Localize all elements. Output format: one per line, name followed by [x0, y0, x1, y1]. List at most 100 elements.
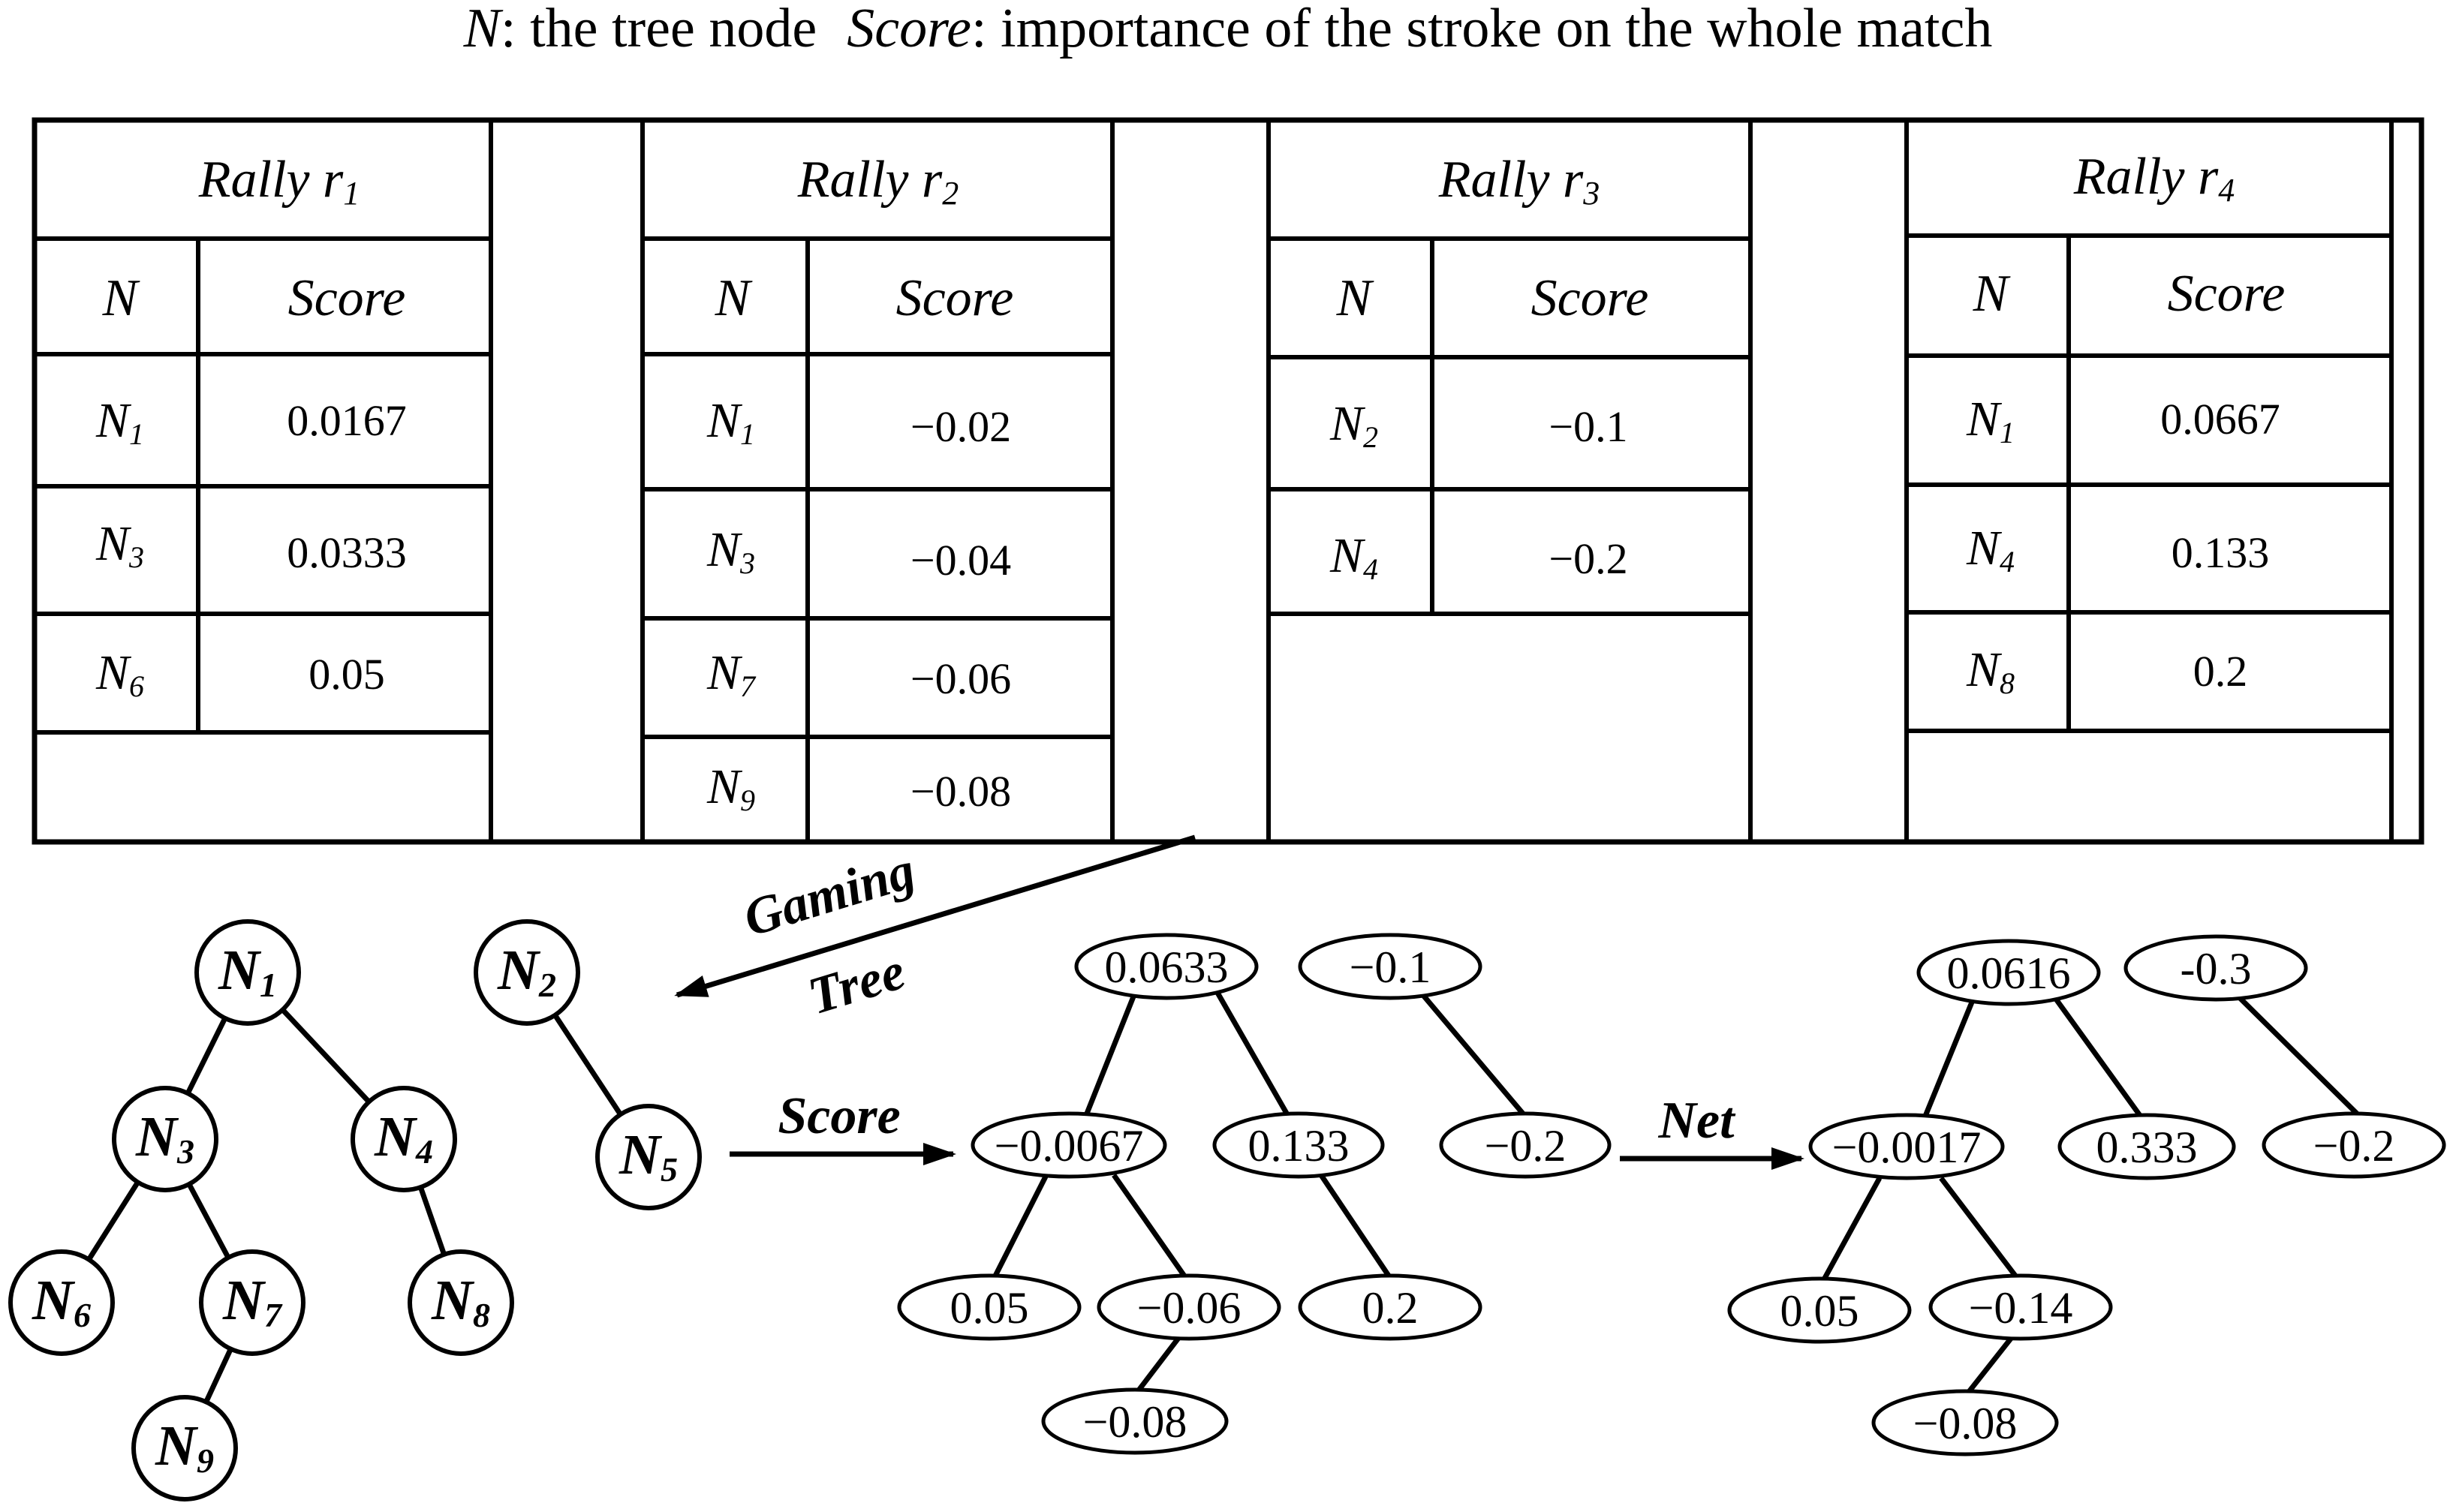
svg-text:0.2: 0.2: [1362, 1283, 1419, 1333]
column-header-node: N: [715, 269, 753, 327]
table-cell-score: −0.02: [910, 402, 1011, 451]
table-cell-score: 0.0667: [2160, 395, 2280, 443]
net-node: −0.08: [1871, 1389, 2059, 1456]
table-cell-score: −0.08: [910, 767, 1011, 816]
net-node: 0.05: [1727, 1276, 1912, 1344]
score-node: 0.0633: [1074, 933, 1259, 1000]
svg-text:−0.1: −0.1: [1350, 942, 1431, 992]
column-header-score: Score: [896, 269, 1014, 327]
table-cell-score: −0.06: [910, 654, 1011, 703]
svg-text:0.0633: 0.0633: [1105, 942, 1229, 992]
rally-table-r1: Rally r1 N Score N1 0.0167 N3 0.0333 N6 …: [35, 151, 491, 735]
gaming-tree-arrow-label: Gaming: [737, 841, 922, 948]
svg-text:0.05: 0.05: [1780, 1286, 1859, 1336]
gaming-tree-edges: [59, 970, 651, 1450]
score-node: −0.2: [1439, 1111, 1612, 1179]
svg-text:0.0616: 0.0616: [1947, 948, 2071, 998]
score-node: −0.1: [1298, 933, 1482, 1000]
tree-node-n4: N4: [351, 1086, 457, 1192]
svg-text:N5: N5: [619, 1123, 678, 1189]
table-title: Rally r2: [797, 151, 959, 212]
table-cell-node: N8: [1966, 642, 2015, 700]
table-cell-node: N1: [95, 393, 144, 451]
svg-text:−0.08: −0.08: [1913, 1399, 2018, 1448]
net-node: −0.14: [1928, 1273, 2113, 1341]
tree-node-n9: N9: [131, 1395, 238, 1501]
svg-text:−0.2: −0.2: [2313, 1121, 2395, 1171]
table-title: Rally r4: [2073, 148, 2235, 209]
table-cell-score: 0.05: [309, 650, 385, 699]
svg-text:-0.3: -0.3: [2181, 944, 2252, 993]
table-title: Rally r3: [1438, 151, 1600, 212]
svg-text:N4: N4: [374, 1105, 433, 1171]
score-arrow-label: Score: [778, 1087, 900, 1145]
table-cell-node: N3: [95, 516, 144, 574]
net-node: −0.2: [2262, 1111, 2446, 1179]
svg-text:−0.06: −0.06: [1137, 1283, 1242, 1333]
svg-text:N6: N6: [32, 1269, 91, 1334]
score-node: 0.133: [1212, 1111, 1385, 1179]
table-cell-score: −0.1: [1549, 402, 1627, 451]
column-header-score: Score: [288, 269, 406, 327]
table-cell-score: 0.2: [2193, 647, 2248, 696]
svg-text:0.333: 0.333: [2096, 1123, 2198, 1172]
table-cell-node: N1: [706, 393, 755, 451]
net-node: 0.333: [2057, 1113, 2236, 1180]
table-cell-node: N7: [706, 645, 757, 703]
svg-text:−0.0017: −0.0017: [1832, 1123, 1982, 1172]
net-tree: 0.0616 -0.3 −0.0017 0.333 −0.2 0.05 −0.1…: [1727, 934, 2446, 1456]
gaming-tree-arrow-label: Tree: [802, 942, 911, 1027]
rally-table-r4: Rally r4 N Score N1 0.0667 N4 0.133 N8 0…: [1907, 120, 2394, 842]
table-cell-score: 0.133: [2172, 528, 2270, 577]
table-cell-score: −0.2: [1549, 534, 1627, 583]
tree-node-n5: N5: [595, 1104, 702, 1210]
tree-node-n6: N6: [8, 1249, 115, 1356]
net-node: −0.0017: [1808, 1113, 2005, 1180]
tables-frame: [32, 117, 2424, 845]
rally-table-r2: Rally r2 N Score N1 −0.02 N3 −0.04 N7 −0…: [643, 151, 1112, 842]
column-header-score: Score: [2168, 265, 2286, 323]
score-node: −0.08: [1041, 1387, 1229, 1455]
score-node: 0.2: [1298, 1273, 1482, 1341]
table-cell-node: N4: [1329, 528, 1378, 586]
svg-text:−0.2: −0.2: [1485, 1121, 1567, 1171]
table-cell-node: N9: [706, 759, 755, 817]
svg-text:−0.0067: −0.0067: [995, 1121, 1144, 1171]
svg-text:−0.14: −0.14: [1969, 1283, 2073, 1333]
table-cell-score: 0.0333: [287, 528, 407, 577]
column-header-score: Score: [1531, 269, 1649, 327]
svg-text:N2: N2: [497, 939, 556, 1004]
tree-node-n1: N1: [194, 919, 301, 1026]
tree-node-n3: N3: [112, 1086, 218, 1192]
rally-table-r3: Rally r3 N Score N2 −0.1 N4 −0.2: [1269, 151, 1750, 616]
svg-text:−0.08: −0.08: [1083, 1397, 1187, 1447]
svg-text:N7: N7: [222, 1269, 283, 1334]
svg-text:N9: N9: [155, 1414, 214, 1480]
svg-text:N1: N1: [218, 939, 277, 1004]
table-cell-node: N3: [706, 522, 755, 580]
net-arrow-label: Net: [1657, 1092, 1736, 1150]
table-cell-node: N1: [1966, 392, 2015, 449]
gaming-tree-arrow: [674, 834, 1196, 998]
score-node: −0.06: [1097, 1273, 1281, 1341]
column-header-node: N: [1973, 265, 2011, 323]
svg-text:N8: N8: [431, 1269, 490, 1334]
net-node: -0.3: [2123, 934, 2308, 1002]
svg-text:N3: N3: [135, 1105, 194, 1171]
table-cell-node: N2: [1329, 396, 1378, 454]
table-title: Rally r1: [198, 151, 360, 212]
score-tree: 0.0633 −0.1 −0.0067 0.133 −0.2 0.05 −0.0…: [897, 933, 1612, 1455]
tree-node-n2: N2: [474, 919, 580, 1026]
score-node: −0.0067: [971, 1111, 1167, 1179]
svg-text:0.05: 0.05: [950, 1283, 1029, 1333]
gaming-tree: N1 N2 N3 N4 N5 N6 N7 N8 N9: [8, 919, 702, 1501]
tree-node-n7: N7: [199, 1249, 305, 1356]
svg-text:0.133: 0.133: [1248, 1121, 1350, 1171]
column-header-node: N: [102, 269, 140, 327]
table-cell-node: N4: [1966, 521, 2015, 579]
tree-node-n8: N8: [408, 1249, 514, 1356]
table-cell-node: N6: [95, 645, 144, 703]
table-cell-score: 0.0167: [287, 396, 407, 445]
